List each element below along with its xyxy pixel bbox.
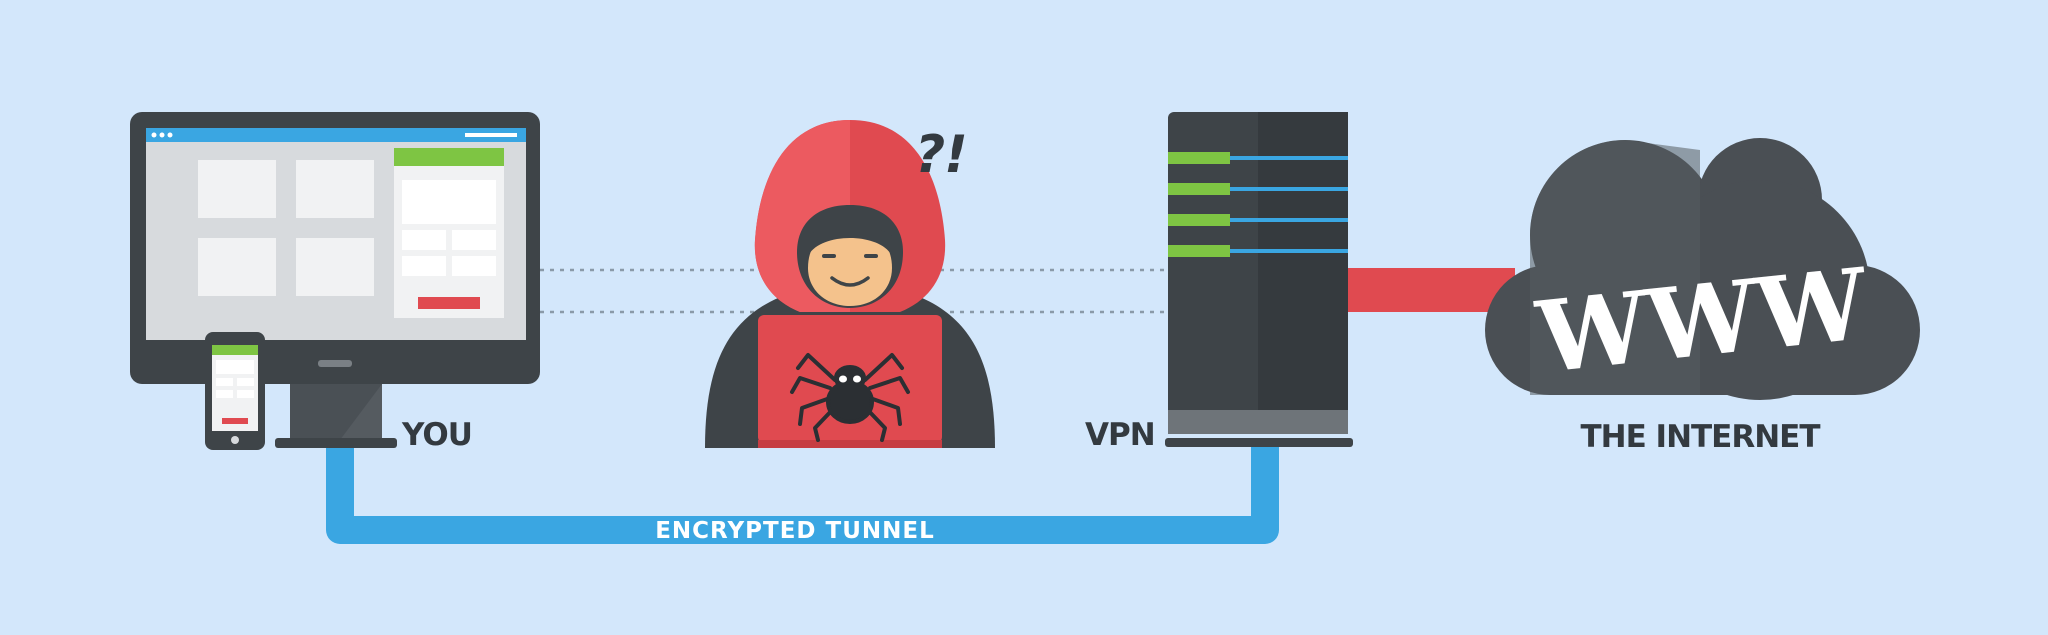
encrypted-tunnel bbox=[326, 440, 1279, 544]
tunnel-label: ENCRYPTED TUNNEL bbox=[655, 518, 935, 544]
internet-label: THE INTERNET bbox=[1581, 419, 1821, 455]
spider-icon bbox=[790, 353, 910, 442]
hacker-question-mark: ?! bbox=[915, 125, 967, 185]
you-label: YOU bbox=[401, 417, 472, 453]
server-tower-icon bbox=[1165, 112, 1353, 447]
hooded-hacker-icon bbox=[705, 120, 995, 448]
cloud-icon bbox=[1485, 138, 1920, 400]
desktop-monitor-icon bbox=[130, 112, 540, 448]
smartphone-icon bbox=[205, 332, 265, 450]
vpn-label: VPN bbox=[1085, 417, 1155, 453]
exposed-link bbox=[1340, 268, 1515, 312]
